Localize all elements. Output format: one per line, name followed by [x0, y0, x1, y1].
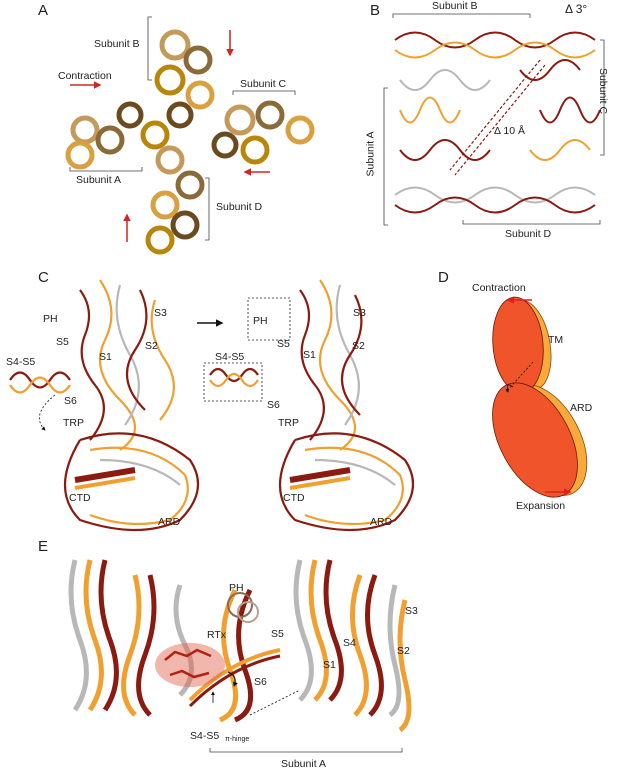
c-left-s6: S6 — [64, 395, 77, 407]
c-right-ctd: CTD — [283, 492, 305, 504]
e-pi-hinge-label: π-hinge — [225, 736, 250, 743]
e-subunit-a-label: Subunit A — [281, 758, 326, 770]
b-rotation-label: Δ 3° — [565, 2, 588, 16]
c-left-s1: S1 — [99, 351, 112, 363]
subunit-a-bracket — [209, 748, 403, 753]
rtx-ligand — [155, 643, 225, 687]
e-s4-label: S4 — [343, 637, 356, 649]
a-subunit-b-label: Subunit B — [94, 38, 140, 50]
e-s3-label: S3 — [405, 605, 418, 617]
e-rtx-label: RTx — [207, 629, 227, 641]
c-right-ard: ARD — [370, 516, 393, 528]
b-subunit-d-label: Subunit D — [505, 228, 552, 240]
c-left-s5: S5 — [56, 336, 69, 348]
e-s4s5-label: S4-S5 — [190, 730, 220, 742]
d-expansion-label: Expansion — [516, 500, 566, 512]
c-right-s2: S2 — [352, 340, 365, 352]
c-left-s2: S2 — [145, 340, 158, 352]
c-left-ph: PH — [43, 313, 58, 325]
e-s1-label: S1 — [323, 659, 336, 671]
c-left-ard: ARD — [158, 516, 181, 528]
panel-label-b: B — [370, 2, 381, 19]
c-right-s3: S3 — [353, 307, 366, 319]
b-subunit-b-label: Subunit B — [432, 0, 478, 12]
ph-highlight-box — [247, 297, 291, 341]
panel-b-structure — [383, 13, 605, 226]
panel-c-structures — [9, 279, 415, 532]
e-s6-label: S6 — [254, 676, 267, 688]
a-subunit-d-label: Subunit D — [216, 201, 263, 213]
panel-d-schematic — [492, 296, 588, 498]
c-right-trp: TRP — [278, 417, 299, 429]
a-subunit-c-label: Subunit C — [240, 78, 287, 90]
e-s5-label: S5 — [271, 628, 284, 640]
c-right-ph: PH — [253, 315, 268, 327]
c-left-ctd: CTD — [69, 492, 91, 504]
panel-e-structure — [68, 559, 412, 733]
panel-label-e: E — [38, 538, 49, 555]
d-contraction-label: Contraction — [472, 282, 526, 294]
a-contraction-label: Contraction — [58, 70, 112, 82]
panel-a-structure — [65, 16, 315, 255]
b-subunit-a-label: Subunit A — [364, 131, 377, 177]
c-right-s6: S6 — [267, 399, 280, 411]
c-left-s3: S3 — [154, 307, 167, 319]
e-ph-label: PH — [229, 582, 244, 594]
e-s2-label: S2 — [397, 645, 410, 657]
c-right-s4s5: S4-S5 — [215, 351, 245, 363]
a-subunit-a-label: Subunit A — [76, 174, 121, 186]
s4s5-highlight-box — [203, 362, 263, 402]
d-tm-label: TM — [548, 334, 564, 346]
b-distance-label: Δ 10 Å — [494, 125, 525, 137]
d-ard-label: ARD — [570, 402, 593, 414]
b-subunit-c-label: Subunit C — [597, 67, 610, 115]
c-right-s5: S5 — [277, 338, 290, 350]
panel-label-a: A — [38, 2, 49, 19]
panel-label-d: D — [438, 269, 449, 286]
c-left-s4s5: S4-S5 — [6, 356, 36, 368]
c-right-s1: S1 — [303, 349, 316, 361]
c-left-trp: TRP — [63, 417, 84, 429]
panel-label-c: C — [38, 269, 49, 286]
